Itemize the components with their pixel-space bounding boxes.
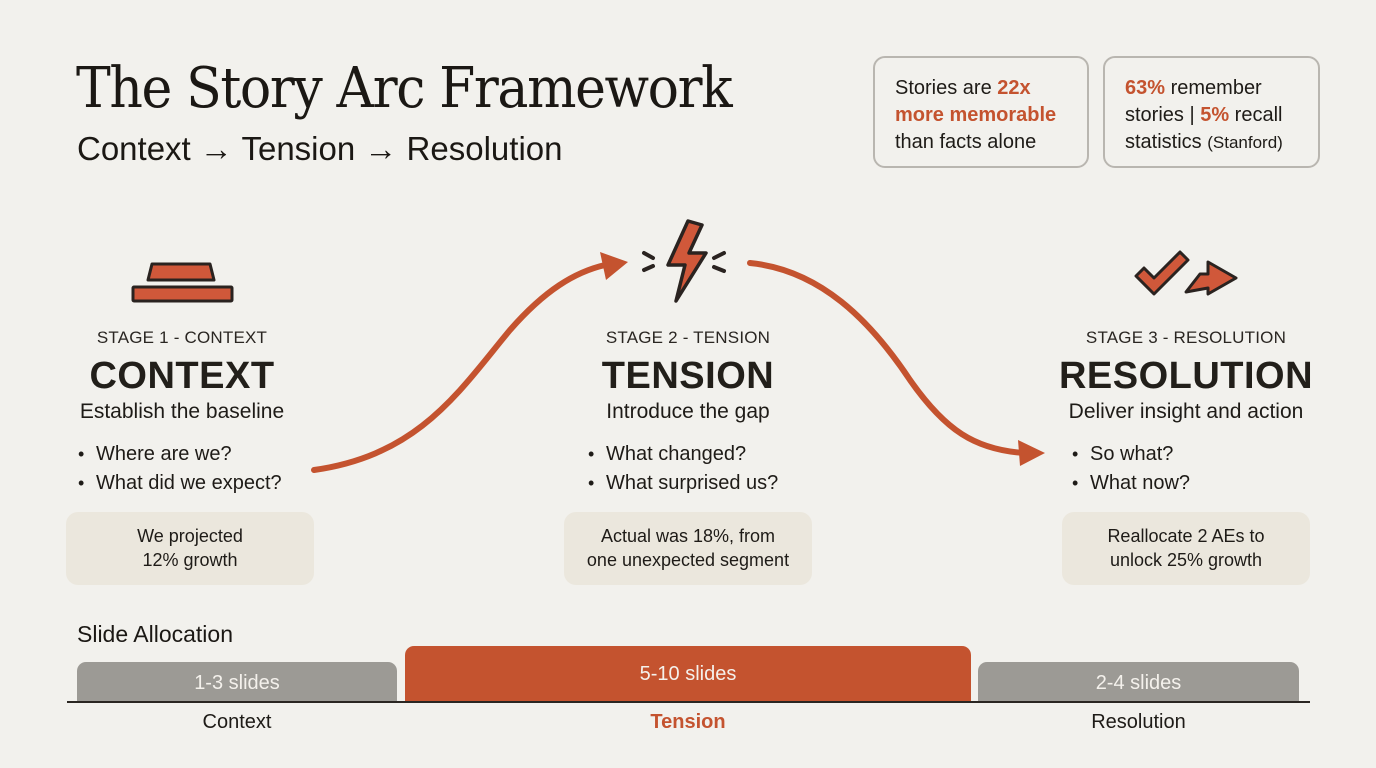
stat-text: stories | — [1125, 104, 1201, 126]
bullet-item: Where are we? — [78, 440, 332, 469]
arc-arrow-up — [311, 252, 628, 473]
example-line: Actual was 18%, from — [600, 526, 776, 546]
page-title: The Story Arc Framework — [76, 56, 733, 121]
allocation-baseline — [67, 701, 1310, 703]
stage-name: CONTEXT — [89, 355, 275, 397]
stat-highlight: 5% — [1200, 104, 1230, 126]
example-line: one unexpected segment — [586, 550, 790, 570]
allocation-bar-context: 1-3 slides — [77, 662, 397, 702]
arc-arrow-down — [747, 260, 1045, 466]
stage-name: RESOLUTION — [1058, 355, 1314, 397]
allocation-bar-tension: 5-10 slides — [405, 646, 971, 702]
stage-bullets: So what? What now? — [1072, 440, 1336, 498]
example-line: 12% growth — [142, 550, 238, 570]
stage-resolution: STAGE 3 - RESOLUTION RESOLUTION Deliver … — [1036, 328, 1336, 498]
stat-text: remember — [1165, 77, 1262, 99]
stage-label: STAGE 2 - TENSION — [605, 328, 771, 347]
stage-tagline: Introduce the gap — [606, 400, 770, 423]
bullet-item: What now? — [1072, 469, 1336, 498]
stage-label: STAGE 3 - RESOLUTION — [1085, 328, 1287, 347]
stat-text: recall — [1229, 104, 1283, 126]
bullet-item: So what? — [1072, 440, 1336, 469]
example-line: We projected — [137, 526, 243, 546]
lightning-bolt-icon — [642, 219, 726, 303]
example-callout-resolution: Reallocate 2 AEs to unlock 25% growth — [1062, 512, 1310, 585]
allocation-bar-resolution: 2-4 slides — [978, 662, 1299, 702]
example-line: unlock 25% growth — [1109, 550, 1263, 570]
stat-highlight: more memorable — [895, 104, 1057, 126]
example-callout-tension: Actual was 18%, from one unexpected segm… — [564, 512, 812, 585]
bar-category-tension: Tension — [650, 711, 726, 733]
stat-source: (Stanford) — [1207, 133, 1283, 152]
bar-category-context: Context — [202, 711, 272, 733]
bullet-item: What surprised us? — [588, 469, 838, 498]
stat-card-recall: 63% remember stories | 5% recall statist… — [1103, 56, 1320, 168]
stage-tagline: Deliver insight and action — [1068, 400, 1304, 423]
page-subtitle: Context → Tension → Resolution — [77, 130, 563, 167]
stat-text: statistics — [1125, 131, 1208, 153]
stat-text: Stories are — [895, 77, 998, 99]
example-callout-context: We projected 12% growth — [66, 512, 314, 585]
stage-name: TENSION — [601, 355, 775, 397]
stat-text: than facts alone — [895, 131, 1037, 153]
bullet-item: What changed? — [588, 440, 838, 469]
bar-value-label: 5-10 slides — [639, 663, 737, 685]
stage-bullets: Where are we? What did we expect? — [78, 440, 332, 498]
example-line: Reallocate 2 AEs to — [1107, 526, 1265, 546]
check-arrow-icon — [1134, 250, 1238, 296]
stacked-bars-icon — [131, 262, 234, 303]
bar-value-label: 2-4 slides — [1095, 672, 1182, 694]
bar-value-label: 1-3 slides — [194, 672, 280, 694]
stat-highlight: 63% — [1125, 77, 1166, 99]
stage-context: STAGE 1 - CONTEXT CONTEXT Establish the … — [32, 328, 332, 498]
stage-bullets: What changed? What surprised us? — [588, 440, 838, 498]
bullet-item: What did we expect? — [78, 469, 332, 498]
allocation-title: Slide Allocation — [77, 621, 233, 647]
bar-category-resolution: Resolution — [1091, 711, 1186, 733]
stage-label: STAGE 1 - CONTEXT — [96, 328, 268, 347]
stage-tagline: Establish the baseline — [79, 400, 285, 423]
stage-tension: STAGE 2 - TENSION TENSION Introduce the … — [538, 328, 838, 498]
stat-card-memorability: Stories are 22x more memorable than fact… — [873, 56, 1089, 168]
stat-highlight: 22x — [997, 77, 1031, 99]
